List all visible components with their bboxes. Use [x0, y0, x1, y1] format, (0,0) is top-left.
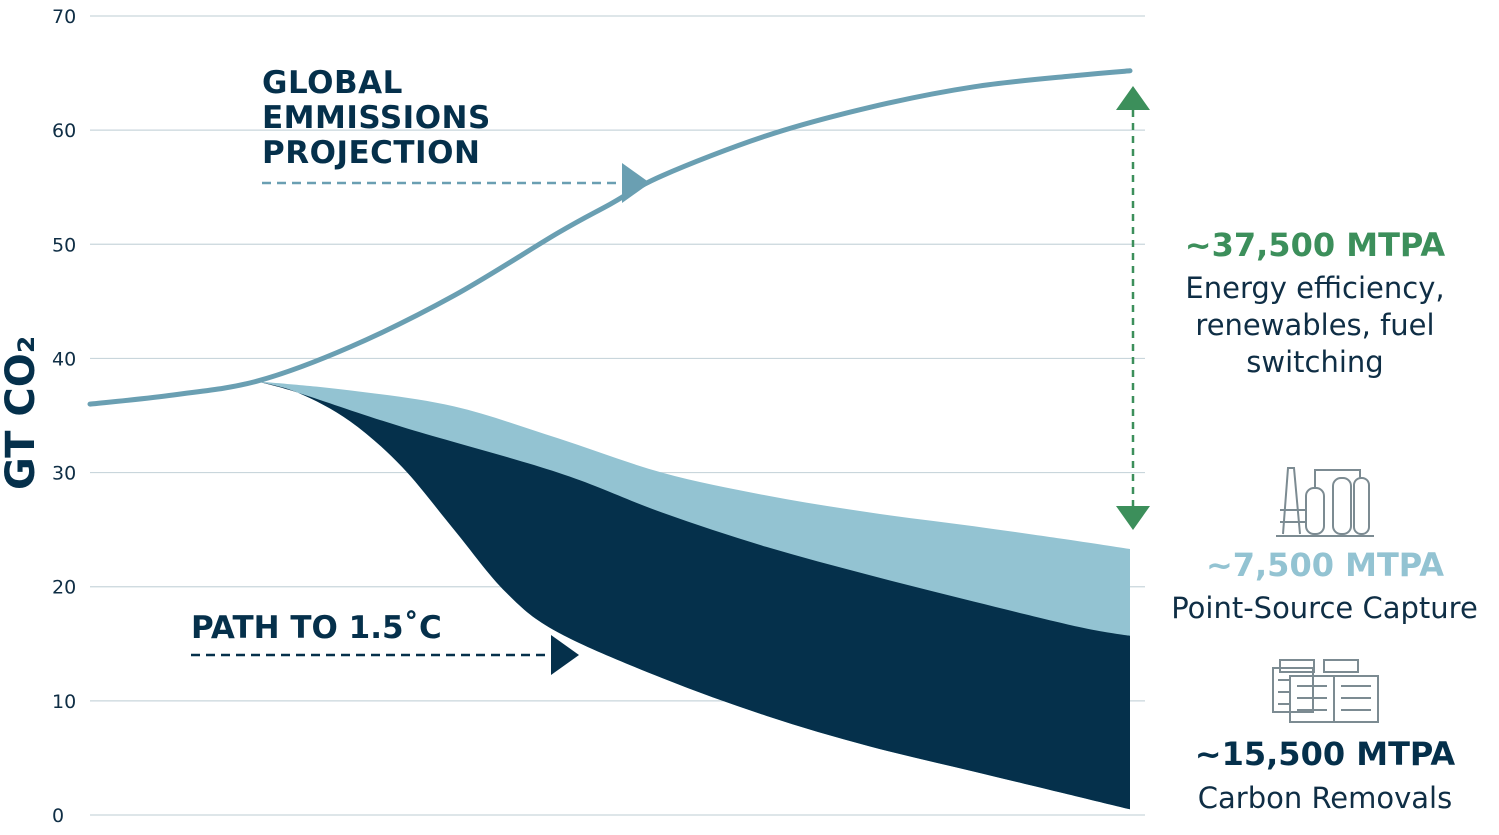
areas: [256, 381, 1130, 810]
y-tick-label: 60: [52, 120, 76, 142]
carbon-removals-amount: ~15,500 MTPA: [1194, 735, 1456, 773]
point-source-amount: ~7,500 MTPA: [1205, 546, 1445, 584]
point-source-text: Point-Source Capture: [1171, 591, 1478, 625]
y-axis-label: GT CO₂: [0, 336, 44, 490]
carbon-removals-text: Carbon Removals: [1197, 781, 1453, 815]
y-axis-ticks: 0 10 20 30 40 50 60 70: [52, 6, 76, 827]
reduction-arrowhead-down: [1116, 506, 1150, 530]
path-to-1-5c-area: [256, 381, 1130, 810]
y-tick-label: 70: [52, 6, 76, 28]
y-tick-label: 0: [52, 805, 64, 827]
y-tick-label: 20: [52, 577, 76, 599]
path-label: PATH TO 1.5˚C: [191, 610, 442, 646]
lines: [87, 68, 1133, 407]
direct-air-capture-icon: [1272, 659, 1379, 723]
y-tick-label: 30: [52, 463, 76, 485]
projection-label: GLOBAL EMMISSIONS PROJECTION: [262, 65, 491, 171]
energy-efficiency-amount: ~37,500 MTPA: [1184, 226, 1446, 264]
industrial-plant-icon: [1276, 467, 1374, 537]
global-emissions-projection-line: [87, 68, 1133, 407]
y-tick-label: 40: [52, 348, 76, 370]
y-tick-label: 10: [52, 691, 76, 713]
arrows: [191, 86, 1150, 675]
reduction-arrowhead-up: [1116, 86, 1150, 110]
y-tick-label: 50: [52, 234, 76, 256]
energy-efficiency-text: Energy efficiency, renewables, fuel swit…: [1185, 271, 1445, 379]
path-arrowhead: [551, 635, 579, 675]
projection-arrowhead: [622, 163, 650, 203]
